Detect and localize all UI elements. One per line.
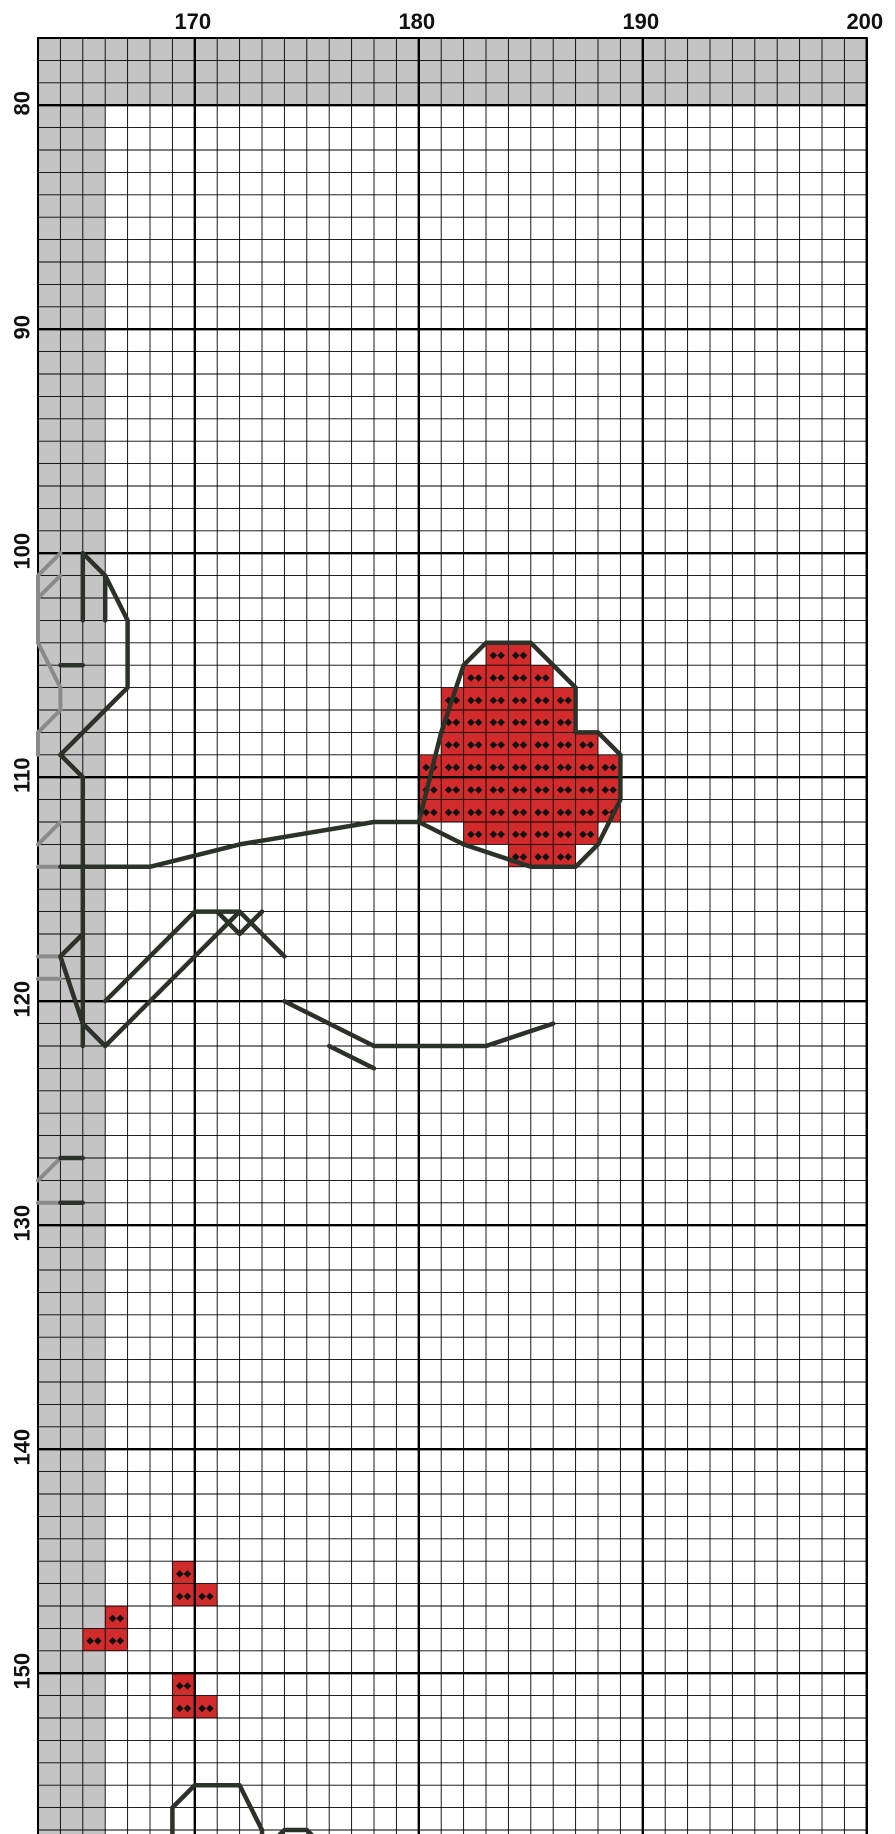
row-label: 140 [10, 1429, 35, 1466]
stitch-symbol: ◆◆ [176, 1568, 192, 1579]
stitch-symbol: ◆◆ [534, 672, 550, 683]
stitch-symbol: ◆◆ [512, 695, 528, 706]
pattern-grid [38, 38, 867, 1834]
stitch-symbol: ◆◆ [467, 695, 483, 706]
stitch-symbol: ◆◆ [557, 740, 573, 751]
row-label: 80 [10, 91, 35, 115]
column-label: 170 [174, 9, 211, 34]
stitch-symbol: ◆◆ [512, 717, 528, 728]
stitch-symbol: ◆◆ [198, 1703, 214, 1714]
row-label: 120 [10, 981, 35, 1018]
stitch-symbol: ◆◆ [602, 784, 618, 795]
row-label: 150 [10, 1653, 35, 1690]
column-label: 180 [398, 9, 435, 34]
stitch-symbol: ◆◆ [109, 1613, 125, 1624]
stitch-symbol: ◆◆ [557, 829, 573, 840]
overlap-shade-area [38, 38, 867, 1834]
stitch-symbol: ◆◆ [557, 717, 573, 728]
stitch-symbol: ◆◆ [557, 695, 573, 706]
stitch-symbol: ◆◆ [445, 762, 461, 773]
stitch-symbol: ◆◆ [512, 784, 528, 795]
stitch-symbol: ◆◆ [176, 1591, 192, 1602]
stitch-symbol: ◆◆ [467, 740, 483, 751]
stitch-symbol: ◆◆ [579, 762, 595, 773]
stitch-symbol: ◆◆ [557, 807, 573, 818]
stitch-symbol: ◆◆ [534, 695, 550, 706]
stitch-symbol: ◆◆ [490, 762, 506, 773]
stitch-symbol: ◆◆ [467, 807, 483, 818]
stitch-symbol: ◆◆ [467, 829, 483, 840]
stitch-symbol: ◆◆ [512, 829, 528, 840]
axis-labels: 170 180 190 200 80 90 100 110 120 130 140 150 [10, 9, 883, 1690]
stitch-symbol: ◆◆ [534, 829, 550, 840]
grid-border [38, 38, 867, 1834]
stitch-symbol: ◆◆ [490, 717, 506, 728]
stitch-symbol: ◆◆ [490, 807, 506, 818]
column-label: 190 [622, 9, 659, 34]
stitch-symbol: ◆◆ [512, 762, 528, 773]
stitch-symbol: ◆◆ [579, 829, 595, 840]
row-label: 130 [10, 1205, 35, 1242]
stitch-symbol: ◆◆ [490, 695, 506, 706]
stitch-symbol: ◆◆ [490, 672, 506, 683]
stitch-symbol: ◆◆ [579, 807, 595, 818]
stitch-symbol: ◆◆ [579, 784, 595, 795]
stitch-symbol: ◆◆ [602, 762, 618, 773]
stitch-symbol: ◆◆ [534, 852, 550, 863]
stitch-symbol: ◆◆ [467, 784, 483, 795]
stitch-symbol: ◆◆ [557, 852, 573, 863]
stitch-symbol: ◆◆ [467, 672, 483, 683]
stitch-symbol: ◆◆ [467, 762, 483, 773]
overlap-shade-top [38, 38, 867, 105]
stitch-symbol: ◆◆ [176, 1680, 192, 1691]
stitch-symbol: ◆◆ [534, 717, 550, 728]
stitch-symbol: ◆◆ [534, 740, 550, 751]
stitch-symbol: ◆◆ [109, 1636, 125, 1647]
overlap-shade-left [38, 38, 105, 1834]
stitch-symbol: ◆◆ [512, 740, 528, 751]
stitch-symbol: ◆◆ [445, 784, 461, 795]
stitch-symbol: ◆◆ [490, 829, 506, 840]
stitch-symbol: ◆◆ [467, 717, 483, 728]
stitch-symbol: ◆◆ [422, 807, 438, 818]
stitch-symbol: ◆◆ [557, 762, 573, 773]
stitch-symbol: ◆◆ [490, 650, 506, 661]
stitch-symbol: ◆◆ [534, 784, 550, 795]
stitch-symbol: ◆◆ [512, 650, 528, 661]
row-label: 100 [10, 533, 35, 570]
stitch-symbol: ◆◆ [579, 740, 595, 751]
stitch-symbol: ◆◆ [176, 1703, 192, 1714]
stitch-symbol: ◆◆ [490, 740, 506, 751]
stitch-symbol: ◆◆ [512, 807, 528, 818]
row-label: 90 [10, 315, 35, 339]
stitch-symbol: ◆◆ [557, 784, 573, 795]
backstitch [262, 1830, 329, 1834]
stitch-symbol: ◆◆ [86, 1636, 102, 1647]
stitch-symbol: ◆◆ [445, 740, 461, 751]
column-label: 200 [846, 9, 883, 34]
stitch-symbol: ◆◆ [198, 1591, 214, 1602]
stitch-symbol: ◆◆ [512, 672, 528, 683]
stitch-symbol: ◆◆ [534, 762, 550, 773]
stitch-symbol: ◆◆ [445, 807, 461, 818]
row-label: 110 [10, 757, 35, 793]
stitch-symbol: ◆◆ [490, 784, 506, 795]
stitch-symbol: ◆◆ [534, 807, 550, 818]
